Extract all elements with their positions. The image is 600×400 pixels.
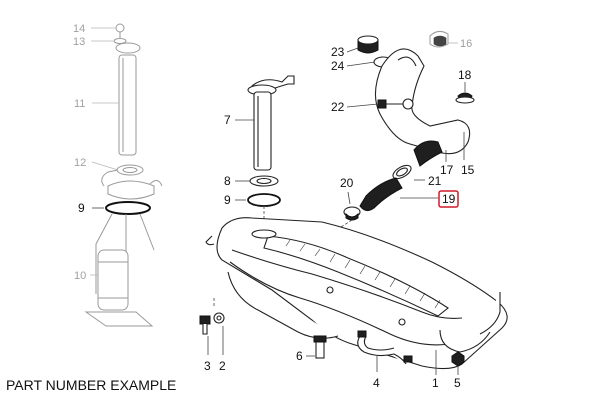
- part-5-nut: [451, 351, 465, 375]
- part-23-cap: [346, 35, 379, 54]
- part-22-bolt: [346, 98, 414, 110]
- part-6-bolt: [306, 335, 327, 359]
- part-14-screw: [91, 23, 125, 38]
- callout-18[interactable]: 18: [458, 68, 472, 82]
- callout-9-center[interactable]: 9: [224, 193, 231, 207]
- callout-16[interactable]: 16: [460, 38, 472, 50]
- callout-23[interactable]: 23: [331, 45, 345, 59]
- part-1-fuel-tank: [205, 217, 508, 370]
- part-7-tube: [235, 91, 272, 171]
- caption-text: PART NUMBER EXAMPLE: [6, 377, 177, 393]
- filler-neck-assembly: [329, 30, 475, 235]
- part-17-sleeve: [413, 140, 447, 167]
- part-11-tube: [92, 54, 137, 156]
- callout-labels: 14 13 11 12 9 10 7 8 9 23 24 16 18 22 17…: [73, 23, 475, 390]
- part-9-o-ring-center: [235, 193, 281, 207]
- callout-11[interactable]: 11: [74, 98, 85, 110]
- callout-13[interactable]: 13: [73, 36, 85, 48]
- part-9-o-ring-left: [92, 201, 151, 215]
- part-10-pump: [90, 249, 129, 311]
- callout-22[interactable]: 22: [331, 100, 345, 114]
- part-20-clamp: [343, 191, 361, 221]
- part-4-hose-line: [357, 330, 413, 372]
- highlight-box-callout-19: [438, 190, 459, 208]
- callout-12[interactable]: 12: [74, 157, 86, 169]
- callout-2[interactable]: 2: [219, 359, 226, 373]
- part-18-grommet: [455, 82, 475, 104]
- callout-10[interactable]: 10: [74, 270, 86, 282]
- callout-21[interactable]: 21: [428, 174, 442, 188]
- fuel-level-tube-assembly: [235, 75, 295, 232]
- part-13-washer: [91, 38, 127, 44]
- callout-1[interactable]: 1: [432, 376, 439, 390]
- callout-19[interactable]: 19: [442, 192, 456, 206]
- callout-17[interactable]: 17: [440, 163, 454, 177]
- part-12-gasket: [91, 161, 144, 176]
- callout-4[interactable]: 4: [373, 376, 380, 390]
- callout-9-left[interactable]: 9: [78, 201, 85, 215]
- callout-5[interactable]: 5: [454, 376, 461, 390]
- callout-7[interactable]: 7: [224, 113, 231, 127]
- part-21-clamp: [392, 164, 425, 181]
- callout-6[interactable]: 6: [296, 349, 303, 363]
- callout-20[interactable]: 20: [340, 176, 354, 190]
- part-8-ring: [235, 175, 279, 187]
- part-2-washer: [213, 312, 225, 355]
- callout-15[interactable]: 15: [461, 163, 475, 177]
- part-3-screw: [199, 315, 211, 355]
- callout-24[interactable]: 24: [331, 59, 345, 73]
- part-19-hose: [359, 177, 438, 212]
- callout-3[interactable]: 3: [204, 359, 211, 373]
- callout-8[interactable]: 8: [224, 174, 231, 188]
- fuel-sender-assembly-faded: [84, 23, 163, 327]
- part-16-cap: [429, 30, 458, 48]
- callout-14[interactable]: 14: [73, 23, 85, 35]
